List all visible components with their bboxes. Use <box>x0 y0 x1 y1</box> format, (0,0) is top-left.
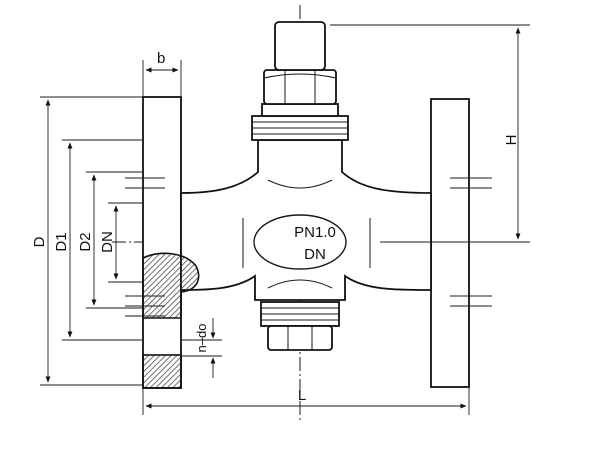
right-flange <box>430 98 492 388</box>
label-dn-body: DN <box>304 246 326 263</box>
dimension-n-do <box>181 318 222 378</box>
valve-body <box>180 139 432 301</box>
label-d: D <box>31 236 48 247</box>
dimension-b <box>142 60 182 97</box>
label-d2: D2 <box>77 232 94 251</box>
dimension-h <box>330 24 530 243</box>
label-d1: D1 <box>53 232 70 251</box>
left-flange <box>125 96 182 389</box>
label-b: b <box>157 50 165 67</box>
label-n-do: n–do <box>194 324 209 353</box>
diameter-dimensions <box>40 96 143 386</box>
label-pn: PN1.0 <box>294 224 336 241</box>
label-dn-side: DN <box>99 231 116 253</box>
bottom-plug <box>260 301 340 351</box>
dimension-l <box>142 387 470 415</box>
label-l: L <box>298 387 306 404</box>
bonnet-assembly <box>251 21 349 141</box>
body-section-hatch <box>142 252 200 319</box>
label-h: H <box>503 135 520 146</box>
